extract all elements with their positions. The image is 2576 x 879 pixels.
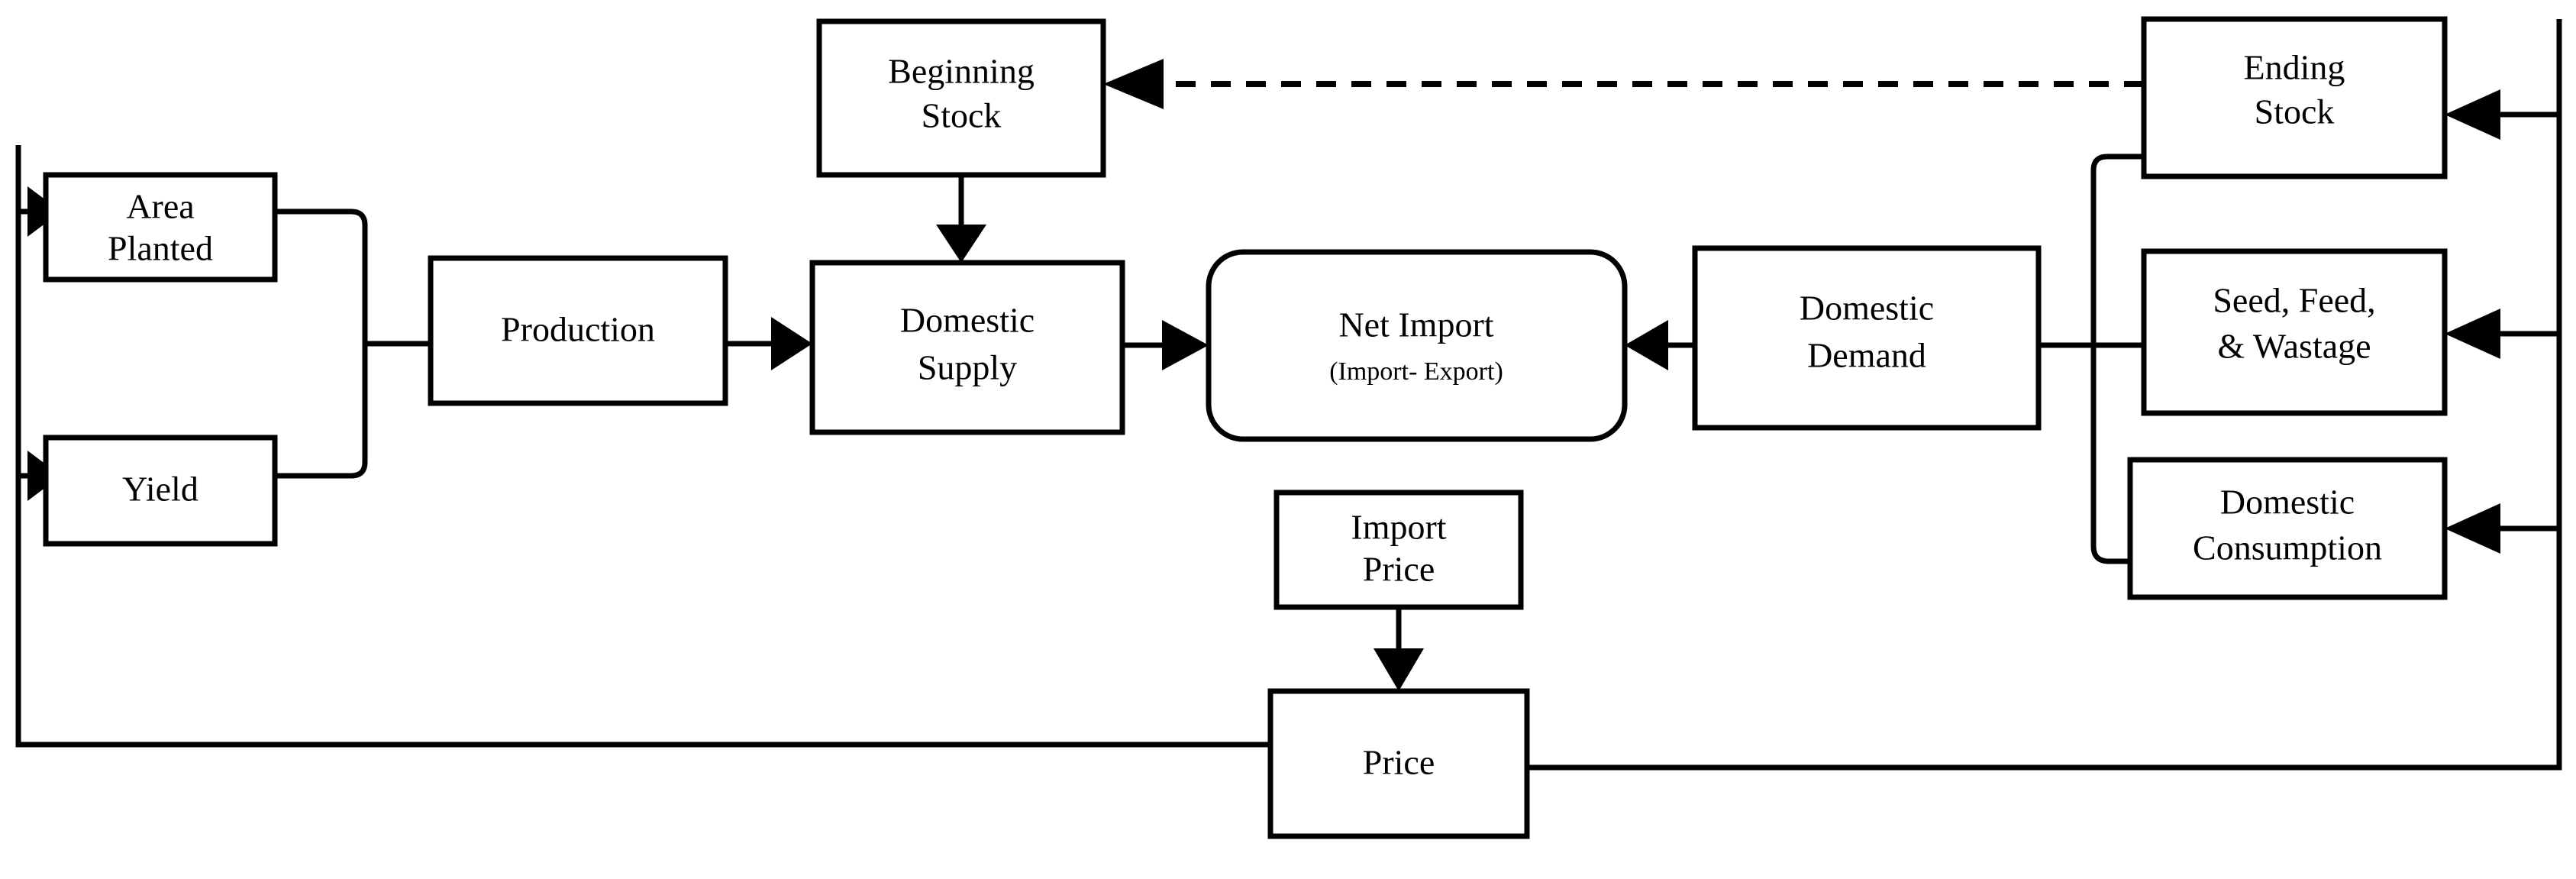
arrowhead-seed-feed-wastage-right (2445, 309, 2500, 359)
node-beginning-stock[interactable]: Beginning Stock (816, 18, 1106, 178)
node-area-planted[interactable]: Area Planted (43, 172, 278, 283)
node-label-beginning-stock-line1: Beginning (888, 52, 1035, 91)
arrowhead-price-top (1374, 648, 1424, 691)
arrowhead-domestic-supply-top (936, 225, 986, 263)
node-yield[interactable]: Yield (43, 435, 278, 547)
node-domestic-consumption[interactable]: Domestic Consumption (2127, 457, 2448, 600)
node-label-seed-feed-wastage-line2: & Wastage (2217, 327, 2371, 366)
arrowhead-domestic-consumption-right (2445, 503, 2500, 554)
arrowhead-domestic-supply-left (771, 317, 812, 370)
node-label-seed-feed-wastage-line1: Seed, Feed, (2213, 281, 2375, 320)
node-label-import-price-line1: Import (1351, 508, 1446, 547)
node-price[interactable]: Price (1267, 688, 1530, 839)
node-label-beginning-stock-line2: Stock (922, 96, 1002, 135)
arrowhead-beginning-stock-right (1103, 59, 1164, 109)
edge-production-bracket (350, 208, 368, 479)
node-label-area-planted-line2: Planted (108, 229, 213, 268)
node-label-domestic-demand-line1: Domestic (1800, 289, 1934, 328)
node-label-domestic-consumption-line1: Domestic (2220, 483, 2355, 522)
arrowhead-net-import-right (1625, 320, 1668, 370)
arrowhead-net-import-left (1162, 320, 1209, 370)
node-label-domestic-supply-line2: Supply (918, 348, 1017, 387)
edge-price-to-right-feedback (1527, 19, 2562, 771)
node-domestic-supply[interactable]: Domestic Supply (809, 260, 1125, 435)
node-label-price: Price (1363, 743, 1435, 782)
node-label-production: Production (501, 310, 655, 349)
node-label-net-import-line2: (Import- Export) (1329, 357, 1503, 386)
node-label-ending-stock-line2: Stock (2255, 92, 2335, 131)
edge-price-to-left-feedback (15, 145, 1270, 748)
node-label-area-planted-line1: Area (126, 187, 194, 226)
node-domestic-demand[interactable]: Domestic Demand (1692, 245, 2042, 431)
node-label-ending-stock-line1: Ending (2244, 48, 2345, 87)
node-ending-stock[interactable]: Ending Stock (2141, 16, 2448, 179)
edge-demand-components-bracket (2090, 154, 2144, 564)
node-label-domestic-supply-line1: Domestic (900, 301, 1035, 340)
node-label-domestic-consumption-line2: Consumption (2193, 528, 2382, 567)
node-label-net-import-line1: Net Import (1338, 305, 1493, 344)
node-production[interactable]: Production (428, 255, 728, 406)
node-label-import-price-line2: Price (1363, 550, 1435, 589)
node-label-domestic-demand-line2: Demand (1807, 336, 1926, 375)
node-label-yield: Yield (122, 470, 199, 509)
node-import-price[interactable]: Import Price (1273, 490, 1524, 610)
node-net-import[interactable]: Net Import (Import- Export) (1206, 249, 1628, 442)
arrowhead-ending-stock-right (2445, 89, 2500, 140)
node-seed-feed-wastage[interactable]: Seed, Feed, & Wastage (2141, 248, 2448, 416)
connector-group (15, 19, 2562, 771)
